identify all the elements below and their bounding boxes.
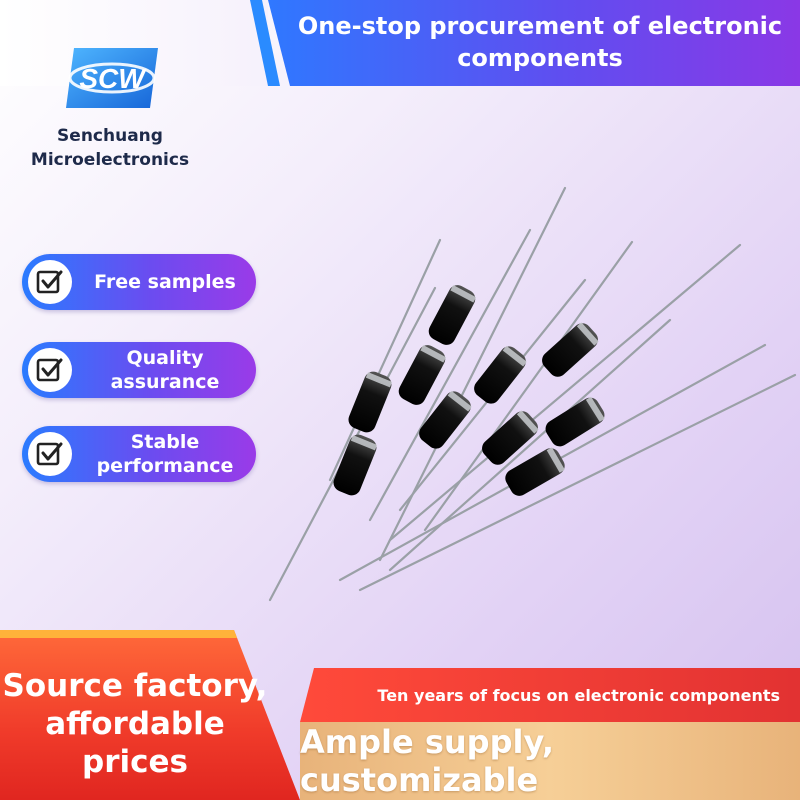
banner-gold-edge: [0, 630, 300, 638]
tagline-text: Ten years of focus on electronic compone…: [377, 685, 780, 705]
brand-name: Senchuang Microelectronics: [30, 126, 190, 170]
slogan-text: Ample supply, customizable: [300, 723, 554, 799]
tagline-band: [300, 668, 800, 722]
brand-logo: SCW: [60, 40, 164, 116]
feature-label: Quality assurance: [110, 347, 220, 393]
banner-title: One-stop procurement of electronic compo…: [297, 12, 783, 72]
logo-text: SCW: [79, 63, 147, 94]
checkbox-check-icon: [28, 260, 72, 304]
feature-quality-assurance: Quality assurance: [22, 342, 256, 398]
feature-label: Stable performance: [96, 431, 234, 477]
top-banner: [0, 0, 800, 86]
product-photo-diodes: [240, 170, 800, 620]
feature-free-samples: Free samples: [22, 254, 256, 310]
checkbox-check-icon: [28, 348, 72, 392]
banner-gradient: [268, 0, 800, 86]
feature-stable-performance: Stable performance: [22, 426, 256, 482]
feature-label: Free samples: [94, 271, 236, 293]
checkbox-check-icon: [28, 432, 72, 476]
factory-price-text: Source factory, affordable prices: [2, 668, 268, 780]
slogan-band: [300, 722, 800, 800]
